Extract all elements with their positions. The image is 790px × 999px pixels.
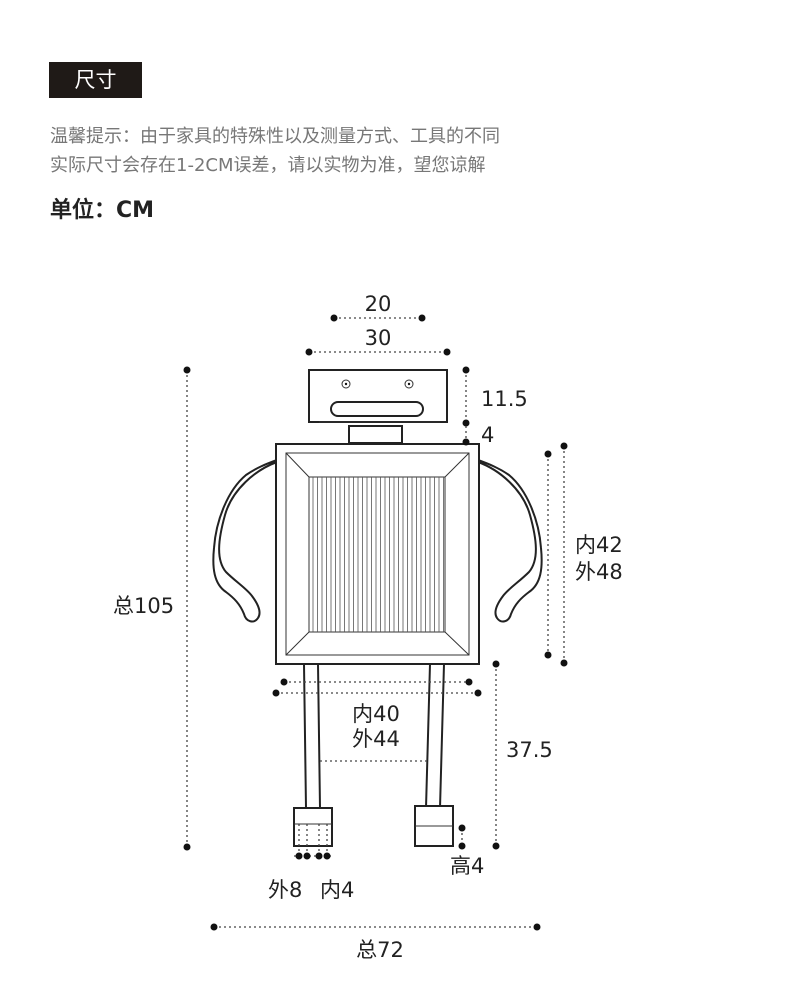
dim-head-inner-width: 20 [365,292,392,316]
dim-foot-width-outer: 外8 [268,878,302,902]
dim-leg-span-inner: 内40 [352,702,400,726]
dim-foot-width-inner: 内4 [320,878,354,902]
notice-text: 温馨提示：由于家具的特殊性以及测量方式、工具的不同 实际尺寸会存在1-2CM误差… [50,122,750,180]
robot-leg-right [424,663,446,809]
notice-line-2: 实际尺寸会存在1-2CM误差，请以实物为准，望您谅解 [50,155,486,176]
dim-frame-height-outer: 外48 [575,560,623,584]
dimension-lines [183,314,568,931]
notice-line-1: 温馨提示：由于家具的特殊性以及测量方式、工具的不同 [50,126,500,147]
robot-drawing [212,369,543,847]
dim-total-width: 总72 [356,938,404,962]
robot-foot-left [293,807,333,847]
robot-eye-left [341,379,351,389]
robot-frame-opening [308,476,446,633]
robot-frame-slats [312,477,444,632]
dim-head-height: 11.5 [481,387,528,411]
section-title: 尺寸 [49,62,142,98]
dim-neck-height: 4 [481,423,494,447]
robot-arm-right [477,458,543,623]
robot-arm-left [212,458,278,623]
dim-leg-span-outer: 外44 [352,727,400,751]
dim-total-height: 总105 [113,594,174,618]
unit-label: 单位：CM [50,198,155,223]
robot-mouth [330,401,424,417]
robot-frame-inner [285,452,470,656]
dim-head-outer-width: 30 [365,326,392,350]
robot-neck [348,425,403,444]
robot-eye-right [404,379,414,389]
dim-frame-height-inner: 内42 [575,533,623,557]
dim-leg-height: 37.5 [506,738,553,762]
robot-leg-left [302,663,322,809]
dim-foot-height: 高4 [450,854,484,878]
